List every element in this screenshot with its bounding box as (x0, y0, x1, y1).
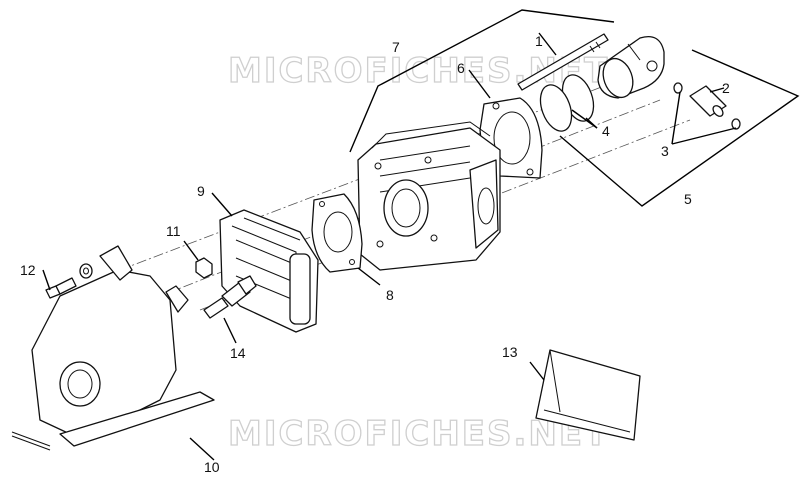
piston-rings (539, 74, 595, 132)
documentation-sheet (535, 349, 641, 441)
leader-lines (42, 9, 800, 461)
cylinder-shroud (11, 245, 215, 451)
callout-13: 13 (502, 344, 518, 360)
cylinder-head (219, 209, 319, 333)
callout-12: 12 (20, 262, 36, 278)
piston (597, 35, 665, 99)
callout-7: 7 (392, 39, 400, 55)
pin-clips (673, 82, 741, 130)
piston-pin (689, 85, 727, 117)
spark-plug (203, 275, 257, 319)
stud (517, 33, 609, 91)
callout-2: 2 (722, 80, 730, 96)
callout-8: 8 (386, 287, 394, 303)
head-nut (195, 257, 213, 279)
callout-14: 14 (230, 345, 246, 361)
head-gasket (311, 193, 363, 273)
callout-4: 4 (602, 123, 610, 139)
callout-11: 11 (166, 223, 181, 239)
callout-9: 9 (197, 183, 205, 199)
cylinder (357, 121, 501, 271)
callout-6: 6 (457, 60, 465, 76)
callout-10: 10 (204, 459, 220, 475)
callout-5: 5 (684, 191, 692, 207)
callout-3: 3 (661, 143, 669, 159)
callout-1: 1 (535, 33, 543, 49)
